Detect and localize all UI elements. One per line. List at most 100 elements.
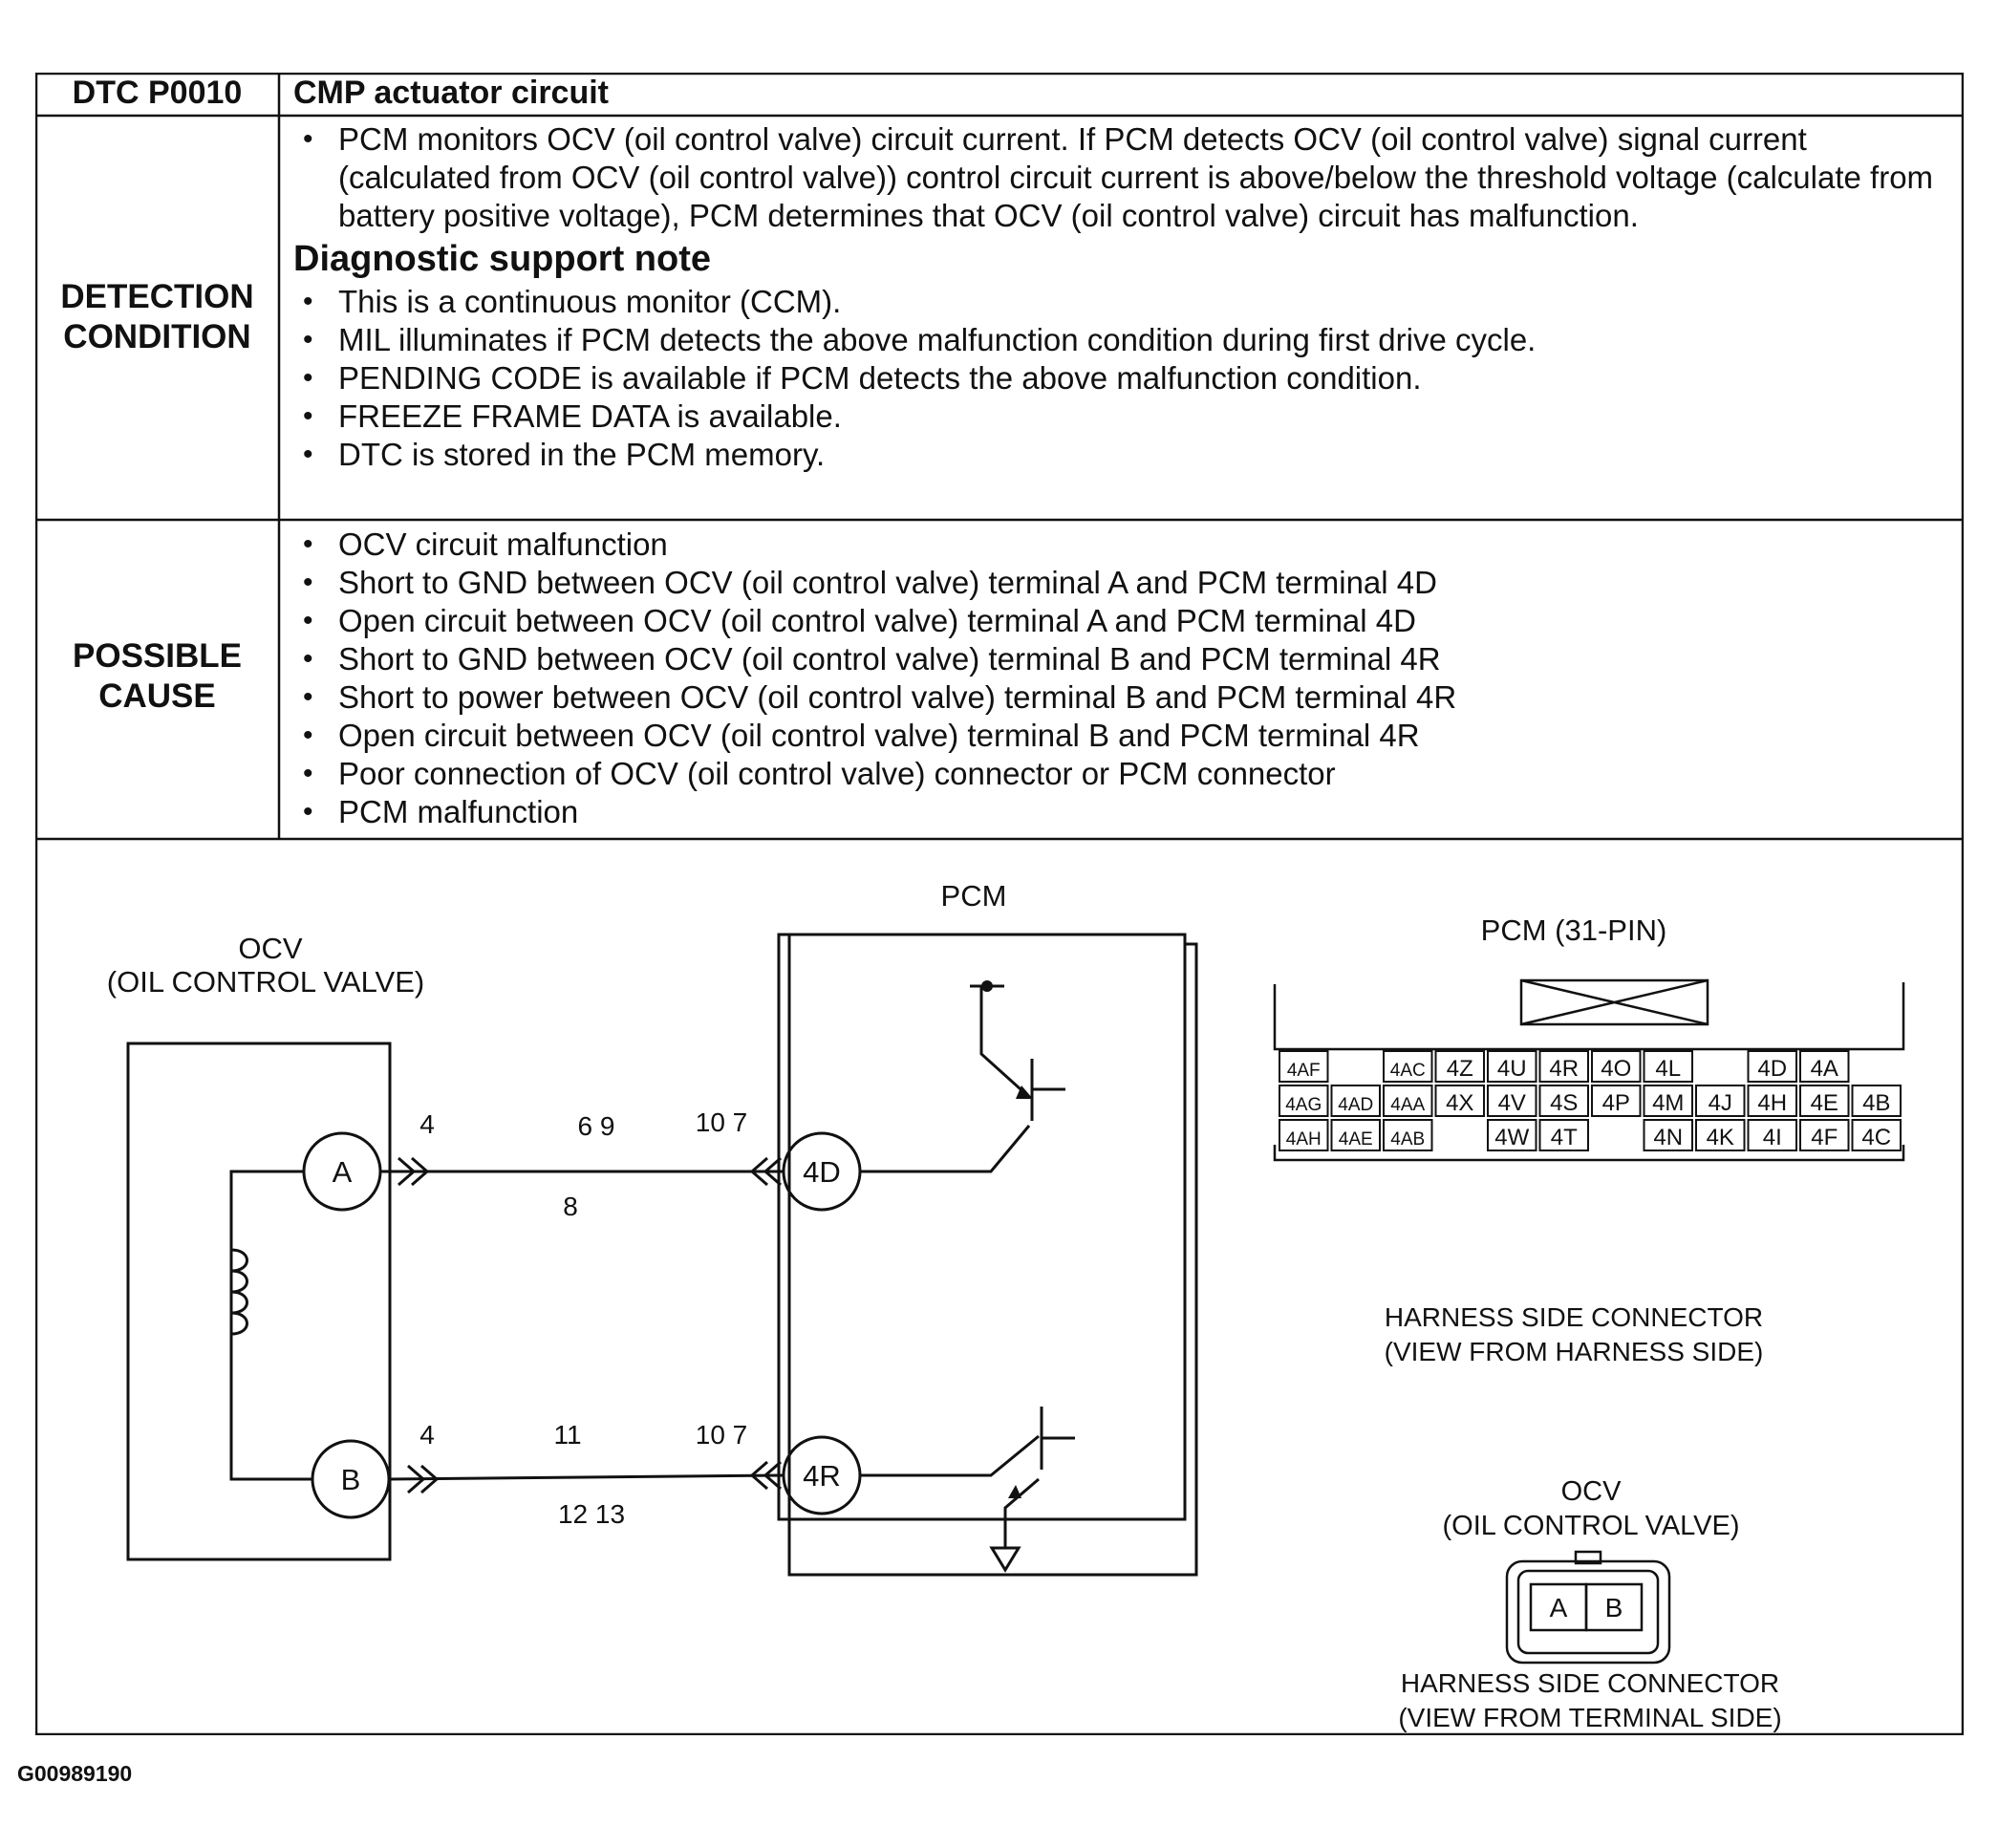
pcm-pin-cell [1799,1085,1850,1117]
pcm-pin-cell [1799,1050,1850,1083]
cause-item: Open circuit between OCV (oil control va… [286,602,1953,640]
pcm-pin-cell [1279,1119,1329,1151]
pcm-pin-cell [1487,1050,1537,1083]
pcm-pin-cell [1383,1085,1433,1117]
pcm-pin-label: 4T [1551,1125,1578,1150]
pcm-pin-label: 4C [1861,1125,1891,1150]
pcm-pin-label: 4AH [1286,1129,1322,1150]
diagnostic-support-heading: Diagnostic support note [293,239,711,279]
support-note: DTC is stored in the PCM memory. [286,436,1953,474]
cause-item: PCM malfunction [286,793,1953,831]
lower-transistor-lead [860,1434,1040,1477]
pcm-pin-cell [1799,1119,1850,1151]
coil-icon [230,1248,248,1336]
connector-chevron-icon [749,1156,782,1187]
ocv-label: OCV [238,932,303,965]
pcm-pin-label: 4O [1601,1056,1631,1082]
step-ref: 12 13 [558,1499,625,1529]
ocv-box [126,1042,392,1561]
pcm-pin-label: 4M [1652,1090,1684,1116]
pcm-pin-label: 4AG [1285,1095,1322,1115]
pcm-pin-cell [1330,1085,1381,1117]
wire-b-4r [388,1473,785,1481]
pcm-pin-cell [1538,1050,1589,1083]
detection-description-list: PCM monitors OCV (oil control valve) cir… [286,120,1953,235]
support-note: FREEZE FRAME DATA is available. [286,398,1953,436]
pcm-pin-cell [1383,1050,1433,1083]
pcm-pin-cell [1538,1119,1589,1151]
pcm-pin-cell [1851,1119,1902,1151]
pcm-pin-cell [1747,1119,1797,1151]
pcm-pin-cell [1643,1119,1693,1151]
step-ref: 4 [419,1109,435,1139]
pcm-pin-cell [1487,1085,1537,1117]
connector-chevron-icon [407,1464,440,1494]
ocv-connector-caption-1: HARNESS SIDE CONNECTOR [1401,1668,1779,1698]
pcm-pin-label: 4AA [1390,1095,1425,1115]
pcm-pin-label: 4A [1811,1056,1838,1082]
pcm-pin-cell [1851,1085,1902,1117]
step-ref: 4 [419,1420,435,1450]
support-notes-list: This is a continuous monitor (CCM). MIL … [286,283,1953,474]
pcm-pin-label: 4J [1709,1090,1732,1116]
pcm-pin-label: 4D [1757,1056,1787,1082]
pcm-connector [1273,978,1905,1162]
pcm-pin-label: 4X [1446,1090,1473,1116]
pcm-pin-cell [1330,1119,1381,1151]
pcm-connector-caption-1: HARNESS SIDE CONNECTOR [1385,1302,1763,1332]
pcm-pin-cell [1747,1085,1797,1117]
pcm-pin-label: 4F [1811,1125,1838,1150]
pcm-pin-label: 4H [1757,1090,1787,1116]
cause-item: Open circuit between OCV (oil control va… [286,717,1953,755]
pcm-pin-cell [1487,1119,1537,1151]
pcm-pin-label: 4S [1550,1090,1578,1116]
pcm-pin-label: 4N [1653,1125,1683,1150]
pcm-pin-cell [1434,1050,1485,1083]
support-note: This is a continuous monitor (CCM). [286,283,1953,321]
pcm-pin-label: 4I [1763,1125,1782,1150]
cause-item: Short to GND between OCV (oil control va… [286,564,1953,602]
pcm-pin-label: 4AD [1338,1095,1373,1115]
pcm-box-shadow [787,935,1198,1577]
step-ref: 6 9 [578,1111,615,1141]
connector-chevron-icon [749,1460,782,1491]
pcm-pin-label: 4W [1494,1125,1529,1150]
possible-cause-body: OCV circuit malfunction Short to GND bet… [286,526,1953,831]
upper-transistor-lead [860,1125,1031,1173]
detection-condition-label: DETECTION CONDITION [60,278,254,355]
pcm-pin-cell [1747,1050,1797,1083]
figure-code: G00989190 [17,1761,133,1786]
step-ref: 8 [563,1192,578,1221]
pcm-pin-label: 4AB [1390,1129,1425,1150]
step-ref: 11 [553,1420,581,1450]
pcm-pin-cell [1383,1119,1433,1151]
dtc-title: CMP actuator circuit [293,75,610,111]
ocv-connector [1505,1550,1671,1665]
pcm-pin-cell [1695,1085,1746,1117]
pcm-pin-label: 4AF [1287,1061,1321,1081]
terminal-a-label: A [333,1155,353,1189]
pcm-pin-cell [1695,1119,1746,1151]
wiring-diagram: OCV (OIL CONTROL VALVE) PCM A B 4D 4R 4 … [107,879,1905,1732]
upper-transistor-lead [970,984,1031,1099]
ground-icon [989,1546,1021,1573]
dtc-table: DTC P0010 CMP actuator circuit DETECTION… [35,73,1964,1735]
cause-item: Short to power between OCV (oil control … [286,678,1953,717]
pcm-pin-cell [1591,1050,1642,1083]
pcm-box [777,933,1187,1521]
pcm-pin-label: 4Z [1447,1056,1473,1082]
cause-item: OCV circuit malfunction [286,526,1953,564]
emitter-arrow-icon [1008,1485,1021,1498]
table-grid [35,73,1964,1735]
terminal-4r-label: 4R [803,1459,841,1493]
ocv-connector-caption-2: (VIEW FROM TERMINAL SIDE) [1398,1703,1781,1732]
step-ref: 10 7 [696,1420,748,1450]
ocv-pin-b: B [1605,1593,1623,1622]
ocv-connector-subtitle: (OIL CONTROL VALVE) [1443,1511,1740,1541]
pcm-pin-cell [1591,1085,1642,1117]
pcm-connector-caption-2: (VIEW FROM HARNESS SIDE) [1385,1337,1764,1366]
pcm-pin-label: 4P [1602,1090,1630,1116]
cause-item: Poor connection of OCV (oil control valv… [286,755,1953,793]
support-note: PENDING CODE is available if PCM detects… [286,359,1953,398]
